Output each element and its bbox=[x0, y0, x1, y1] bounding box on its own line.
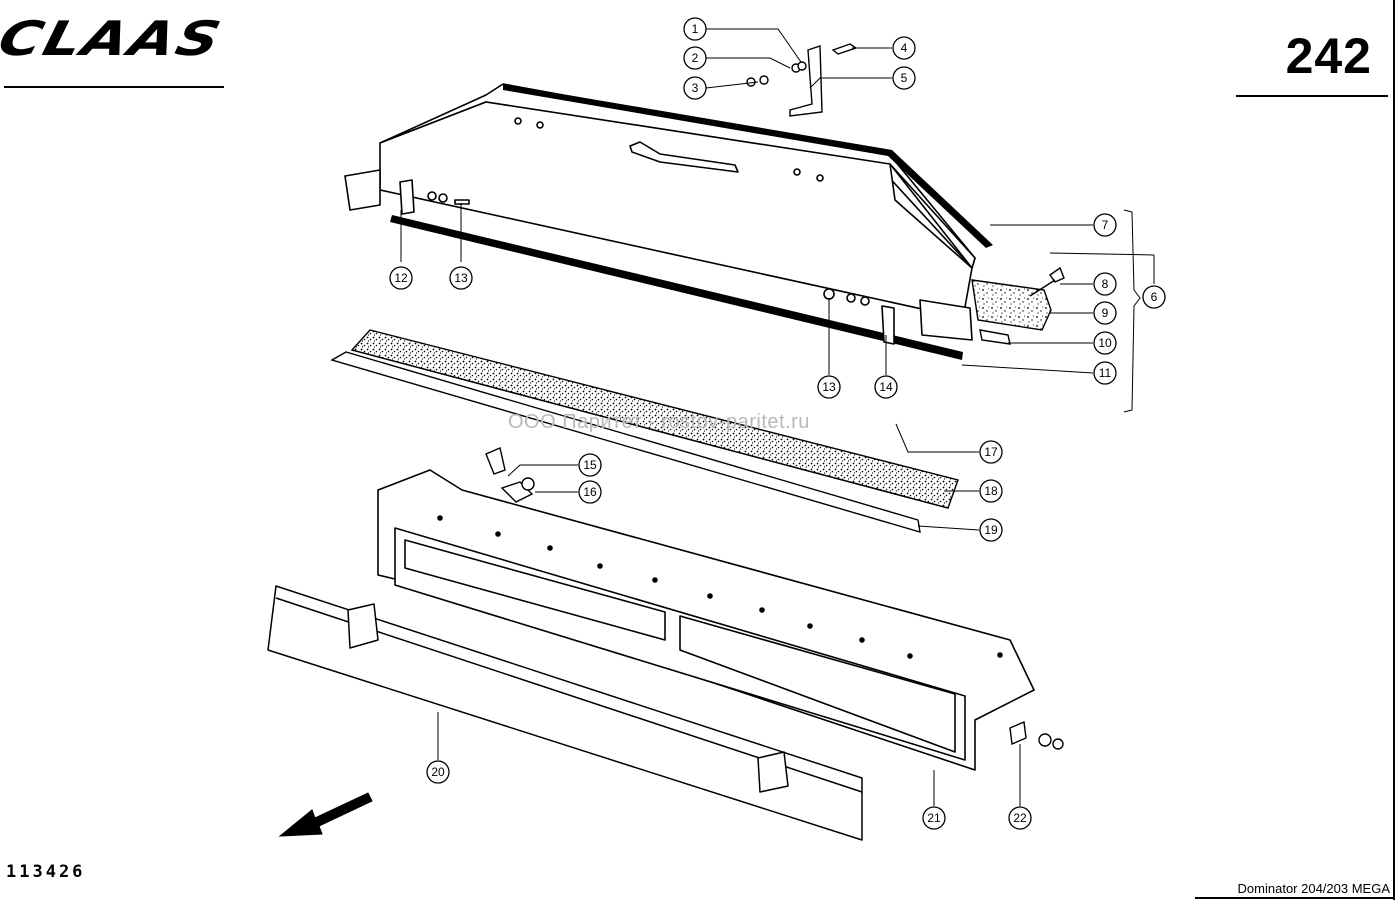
svg-text:17: 17 bbox=[984, 445, 998, 459]
lower-frame bbox=[377, 469, 1035, 771]
leader-lines bbox=[400, 28, 1155, 806]
svg-text:22: 22 bbox=[1013, 811, 1027, 825]
callout-5: 5 bbox=[892, 66, 916, 90]
callout-4: 4 bbox=[892, 36, 916, 60]
svg-text:19: 19 bbox=[984, 523, 998, 537]
callout-18: 18 bbox=[979, 479, 1003, 503]
svg-text:3: 3 bbox=[692, 81, 699, 95]
small-bracket-hardware bbox=[746, 43, 858, 117]
callout-22: 22 bbox=[1008, 806, 1032, 830]
svg-text:8: 8 bbox=[1102, 277, 1109, 291]
svg-text:14: 14 bbox=[879, 380, 893, 394]
bolt-nut-set bbox=[1009, 720, 1064, 750]
callout-8: 8 bbox=[1093, 272, 1117, 296]
svg-text:5: 5 bbox=[901, 71, 908, 85]
svg-text:1: 1 bbox=[692, 22, 699, 36]
callout-12: 12 bbox=[389, 266, 413, 290]
svg-text:4: 4 bbox=[901, 41, 908, 55]
callout-20: 20 bbox=[426, 760, 450, 784]
callout-9: 9 bbox=[1093, 301, 1117, 325]
watermark-text: ООО Паритет - rostov-paritet.ru bbox=[508, 411, 810, 433]
frame-border-right bbox=[1393, 0, 1395, 900]
frame-border-bottom bbox=[1195, 897, 1395, 899]
svg-text:20: 20 bbox=[431, 765, 445, 779]
callout-6: 6 bbox=[1142, 285, 1166, 309]
callout-16: 16 bbox=[578, 480, 602, 504]
callout-1: 1 bbox=[683, 17, 707, 41]
callout-14: 14 bbox=[874, 375, 898, 399]
svg-text:21: 21 bbox=[927, 811, 941, 825]
liner-strip-assembly bbox=[330, 329, 959, 533]
svg-text:7: 7 bbox=[1102, 218, 1109, 232]
callout-13b: 13 bbox=[817, 375, 841, 399]
svg-text:10: 10 bbox=[1098, 336, 1112, 350]
angle-strip bbox=[267, 585, 863, 841]
svg-text:6: 6 bbox=[1151, 290, 1158, 304]
logo-underline bbox=[4, 86, 224, 88]
callout-2: 2 bbox=[683, 46, 707, 70]
svg-text:9: 9 bbox=[1102, 306, 1109, 320]
callout-17: 17 bbox=[979, 440, 1003, 464]
svg-text:12: 12 bbox=[394, 271, 408, 285]
callout-19: 19 bbox=[979, 518, 1003, 542]
svg-text:11: 11 bbox=[1099, 366, 1112, 380]
callout-21: 21 bbox=[922, 806, 946, 830]
drawing-number: 113426 bbox=[6, 862, 86, 882]
svg-text:13: 13 bbox=[822, 380, 836, 394]
svg-text:13: 13 bbox=[454, 271, 468, 285]
end-cap-assembly bbox=[971, 266, 1065, 345]
clip-bracket bbox=[485, 447, 535, 503]
callout-10: 10 bbox=[1093, 331, 1117, 355]
page-number: 242 bbox=[1285, 28, 1372, 84]
callout-15: 15 bbox=[578, 453, 602, 477]
svg-text:15: 15 bbox=[583, 458, 597, 472]
svg-text:18: 18 bbox=[984, 484, 998, 498]
svg-text:16: 16 bbox=[583, 485, 597, 499]
page-number-underline bbox=[1236, 95, 1388, 97]
callout-7: 7 bbox=[1093, 213, 1117, 237]
upper-cover-housing bbox=[344, 83, 993, 360]
callout-3: 3 bbox=[683, 76, 707, 100]
model-label: Dominator 204/203 MEGA bbox=[1237, 881, 1390, 896]
callout-11: 11 bbox=[1093, 361, 1117, 385]
svg-text:2: 2 bbox=[692, 51, 699, 65]
callout-13a: 13 bbox=[449, 266, 473, 290]
direction-arrow bbox=[278, 792, 373, 837]
